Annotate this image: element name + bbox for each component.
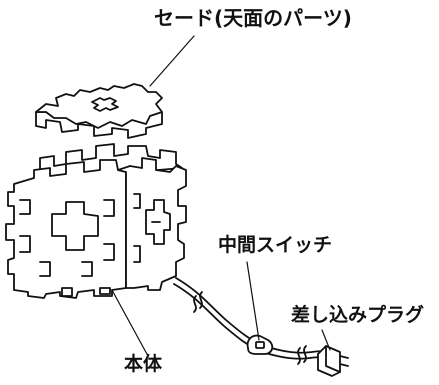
inline-switch [246, 334, 274, 355]
lamp-body [5, 143, 187, 299]
plug-label: 差し込みプラグ [291, 304, 425, 326]
shade-label: セード(天面のパーツ) [154, 6, 352, 30]
shade-part [35, 83, 163, 139]
switch-label: 中間スイッチ [218, 234, 333, 256]
body-label: 本体 [124, 353, 163, 375]
power-plug [317, 345, 349, 377]
leader-lines [111, 35, 331, 357]
